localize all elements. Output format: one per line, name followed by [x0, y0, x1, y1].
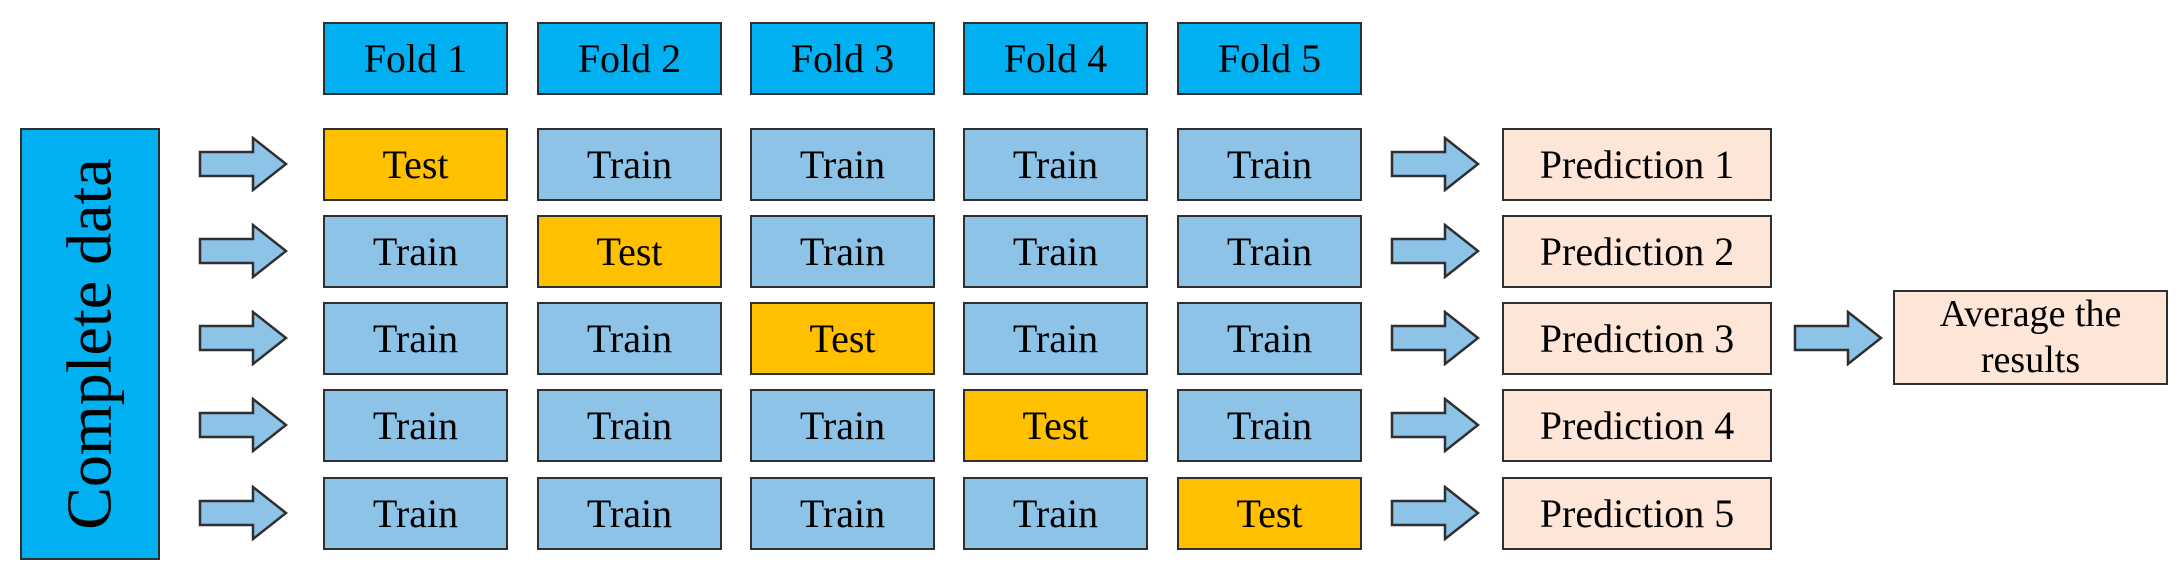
right-arrow-icon — [198, 310, 288, 366]
right-arrow-icon — [1390, 223, 1480, 279]
fold-header-4: Fold 4 — [963, 22, 1148, 95]
prediction-box-4: Prediction 4 — [1502, 389, 1772, 462]
prediction-box-1: Prediction 1 — [1502, 128, 1772, 201]
train-cell: Train — [1177, 215, 1362, 288]
train-cell: Train — [1177, 128, 1362, 201]
fold-header-1: Fold 1 — [323, 22, 508, 95]
right-arrow-icon — [1390, 397, 1480, 453]
test-cell: Test — [750, 302, 935, 375]
right-arrow-icon — [1390, 136, 1480, 192]
average-results-box: Average the results — [1893, 290, 2168, 385]
complete-data-label: Complete data — [54, 158, 125, 530]
train-cell: Train — [963, 215, 1148, 288]
right-arrow-icon — [1390, 485, 1480, 541]
right-arrow-icon — [198, 485, 288, 541]
prediction-box-3: Prediction 3 — [1502, 302, 1772, 375]
train-cell: Train — [323, 302, 508, 375]
train-cell: Train — [537, 389, 722, 462]
right-arrow-icon — [198, 136, 288, 192]
train-cell: Train — [963, 128, 1148, 201]
train-cell: Train — [537, 128, 722, 201]
train-cell: Train — [963, 477, 1148, 550]
right-arrow-icon — [198, 223, 288, 279]
train-cell: Train — [750, 477, 935, 550]
right-arrow-icon — [1793, 310, 1883, 366]
test-cell: Test — [1177, 477, 1362, 550]
test-cell: Test — [323, 128, 508, 201]
prediction-box-2: Prediction 2 — [1502, 215, 1772, 288]
prediction-box-5: Prediction 5 — [1502, 477, 1772, 550]
train-cell: Train — [750, 215, 935, 288]
train-cell: Train — [750, 389, 935, 462]
train-cell: Train — [323, 215, 508, 288]
right-arrow-icon — [1390, 310, 1480, 366]
train-cell: Train — [750, 128, 935, 201]
train-cell: Train — [537, 302, 722, 375]
train-cell: Train — [537, 477, 722, 550]
train-cell: Train — [323, 477, 508, 550]
right-arrow-icon — [198, 397, 288, 453]
fold-header-5: Fold 5 — [1177, 22, 1362, 95]
test-cell: Test — [963, 389, 1148, 462]
train-cell: Train — [963, 302, 1148, 375]
fold-header-2: Fold 2 — [537, 22, 722, 95]
train-cell: Train — [323, 389, 508, 462]
train-cell: Train — [1177, 389, 1362, 462]
complete-data-box: Complete data — [20, 128, 160, 560]
train-cell: Train — [1177, 302, 1362, 375]
fold-header-3: Fold 3 — [750, 22, 935, 95]
test-cell: Test — [537, 215, 722, 288]
